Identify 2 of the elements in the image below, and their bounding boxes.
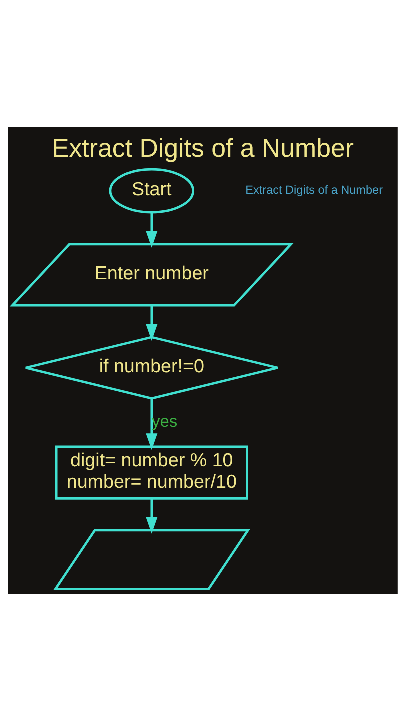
diagram-title: Extract Digits of a Number	[52, 134, 354, 163]
label: Extract Digits of a Number	[246, 183, 383, 196]
